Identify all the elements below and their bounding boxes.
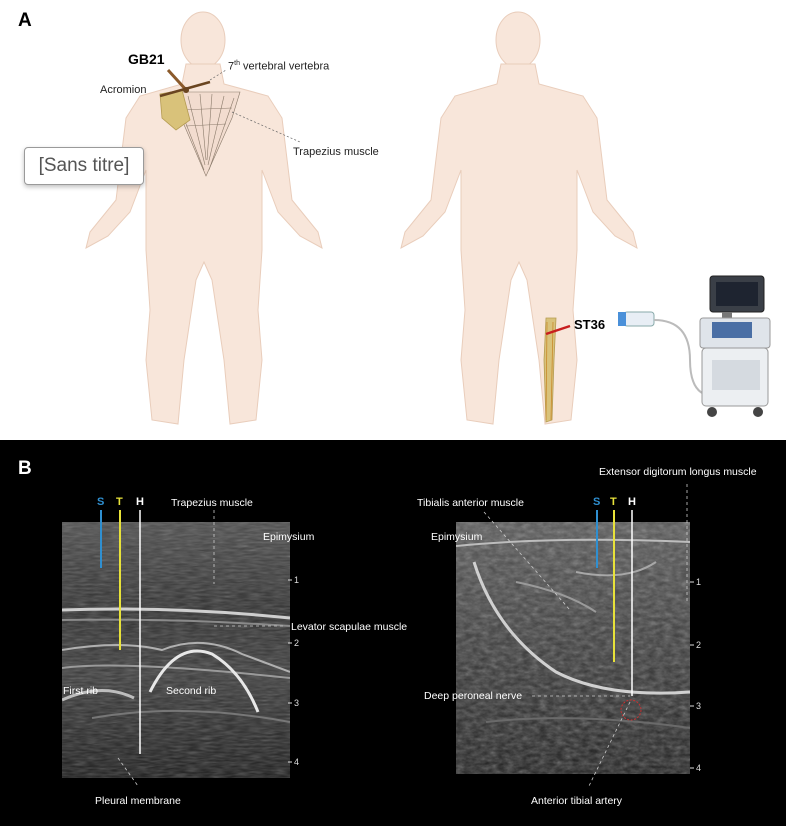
right-tibialis-label: Tibialis anterior muscle	[417, 497, 524, 509]
ultrasound-machine	[618, 275, 771, 417]
artery-circle	[620, 699, 642, 721]
right-t-label: T	[610, 496, 617, 508]
right-depth-tick: 4	[696, 763, 702, 773]
ultrasound-image-right	[456, 522, 690, 774]
untitled-text-box[interactable]: [Sans titre]	[24, 147, 144, 185]
right-extensor-label: Extensor digitorum longus muscle	[599, 466, 757, 478]
left-second-rib-label: Second rib	[166, 685, 217, 697]
right-peroneal-label: Deep peroneal nerve	[424, 690, 523, 702]
left-pleural-label: Pleural membrane	[95, 795, 181, 807]
ultrasound-right-texture	[456, 522, 690, 774]
panel-a-illustration	[85, 11, 771, 425]
left-depth-tick: 2	[294, 638, 300, 648]
right-epimysium-label: Epimysium	[431, 531, 483, 543]
st36-label: ST36	[574, 317, 606, 332]
gb21-label: GB21	[128, 51, 165, 67]
vertebra-label: 7th vertebral vertebra	[228, 60, 330, 73]
right-s-label: S	[593, 496, 601, 508]
left-t-label: T	[116, 496, 123, 508]
left-h-label: H	[136, 496, 144, 508]
panel-b-overlay	[100, 484, 694, 789]
right-artery-label: Anterior tibial artery	[531, 795, 623, 807]
left-first-rib-label: First rib	[63, 685, 98, 697]
left-epimysium-label: Epimysium	[263, 531, 315, 543]
right-depth-tick: 2	[696, 640, 702, 650]
panel-b-label: B	[18, 458, 32, 479]
panel-a: A	[18, 10, 771, 425]
acromion-label: Acromion	[100, 84, 147, 96]
human-front-figure	[400, 11, 638, 425]
trapezius-label: Trapezius muscle	[293, 146, 379, 158]
left-depth-tick: 3	[294, 698, 300, 708]
left-depth-tick: 1	[294, 575, 300, 585]
left-levator-label: Levator scapulae muscle	[291, 621, 408, 633]
left-s-label: S	[97, 496, 105, 508]
left-depth-tick: 4	[294, 757, 300, 767]
left-trapezius-label: Trapezius muscle	[171, 497, 253, 509]
human-back-figure	[85, 11, 323, 425]
right-depth-tick: 3	[696, 701, 702, 711]
right-h-label: H	[628, 496, 636, 508]
panel-a-label: A	[18, 10, 32, 31]
st36-needle	[545, 324, 571, 336]
right-depth-tick: 1	[696, 577, 702, 587]
